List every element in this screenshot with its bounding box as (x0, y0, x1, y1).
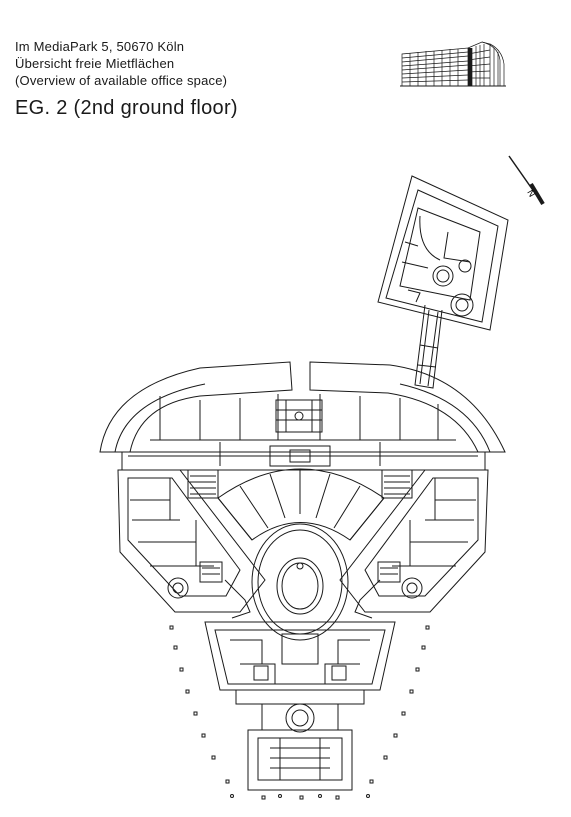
upper-arc-wing (99, 361, 506, 471)
header: Im MediaPark 5, 50670 Köln Übersicht fre… (15, 38, 227, 89)
floor-title: EG. 2 (2nd ground floor) (15, 97, 238, 119)
south-block (204, 621, 396, 791)
subtitle-german: Übersicht freie Mietflächen (15, 56, 175, 71)
subtitle-english: (Overview of available office space) (15, 73, 228, 88)
address-text: Im MediaPark 5, 50670 Köln (15, 39, 185, 54)
north-arrow-icon: N (508, 155, 545, 206)
central-atrium (217, 468, 385, 641)
west-wing (117, 469, 266, 619)
north-tower (377, 175, 509, 331)
building-elevation-icon (400, 41, 506, 87)
connecting-corridor (414, 304, 443, 389)
north-label: N (525, 188, 537, 199)
column-markers (169, 625, 430, 800)
east-wing (339, 469, 489, 619)
